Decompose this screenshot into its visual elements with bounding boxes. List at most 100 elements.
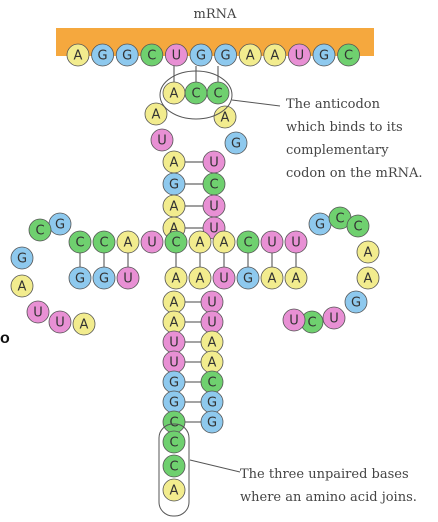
arm-bottom-base-3: U — [117, 267, 139, 289]
left-loop-base-3: G — [11, 247, 33, 269]
left-loop-base-1-letter: G — [55, 218, 65, 233]
arm-bottom-base-6-letter: U — [219, 272, 229, 287]
lower-stem-right-7-letter: G — [207, 416, 217, 431]
arm-bottom-base-1: G — [69, 267, 91, 289]
mrna-base-10: U — [288, 44, 310, 66]
right-loop-base-4-letter: A — [364, 246, 373, 261]
mrna-base-1: A — [67, 44, 89, 66]
left-loop-base-2: C — [29, 219, 51, 241]
upper-stem-right-1-letter: U — [209, 156, 219, 171]
right-loop-base-9: U — [283, 309, 305, 331]
loop-base-right-1-letter: A — [221, 111, 230, 126]
anticodon-caption-line-2: which binds to its — [286, 120, 403, 135]
lower-stem-right-4-letter: A — [208, 356, 217, 371]
lower-stem-left-1-letter: A — [170, 296, 179, 311]
anticodon-base-1: A — [163, 82, 185, 104]
anticodon-base-2: C — [185, 82, 207, 104]
arm-bottom-base-2-letter: G — [99, 272, 109, 287]
right-loop-base-3: C — [347, 215, 369, 237]
lower-stem-right-2: U — [201, 311, 223, 333]
loop-base-right-2: G — [225, 132, 247, 154]
upper-stem-left-1-letter: A — [170, 156, 179, 171]
mrna-base-6: G — [190, 44, 212, 66]
loop-base-left-1-letter: A — [152, 108, 161, 123]
arm-top-base-3: A — [117, 231, 139, 253]
mrna-base-3: G — [116, 44, 138, 66]
mrna-base-9-letter: A — [270, 49, 279, 64]
lower-stem-left-5: G — [163, 371, 185, 393]
left-loop-base-5-letter: U — [33, 306, 43, 321]
upper-stem-right-3-letter: U — [209, 200, 219, 215]
lower-stem-left-3: U — [163, 331, 185, 353]
arm-top-base-2-letter: C — [99, 236, 108, 251]
mrna-base-10-letter: U — [295, 49, 305, 64]
arm-bottom-base-8: A — [261, 267, 283, 289]
arm-bottom-base-6: U — [213, 267, 235, 289]
lower-stem-left-2: A — [163, 311, 185, 333]
arm-top-base-8: C — [237, 231, 259, 253]
arm-bottom-base-7: G — [237, 267, 259, 289]
anticodon-base-3: C — [207, 82, 229, 104]
arm-top-base-10-letter: U — [291, 236, 301, 251]
upper-stem-right-1: U — [203, 151, 225, 173]
left-loop-base-6: U — [49, 311, 71, 333]
right-loop-base-5: A — [357, 267, 379, 289]
right-loop-base-7-letter: U — [329, 312, 339, 327]
right-loop-base-1: G — [309, 213, 331, 235]
arm-top-base-3-letter: A — [124, 236, 133, 251]
mrna-base-7: G — [215, 44, 237, 66]
upper-stem-left-1: A — [163, 151, 185, 173]
lower-stem-right-5: C — [201, 371, 223, 393]
anticodon-caption-line-1: The anticodon — [286, 97, 381, 112]
lower-stem-left-1: A — [163, 291, 185, 313]
mrna-base-2: G — [92, 44, 114, 66]
lower-stem-right-7: G — [201, 411, 223, 433]
unpaired-end-base-1-letter: C — [169, 436, 178, 451]
mrna-base-2-letter: G — [98, 49, 108, 64]
arm-top-base-1: C — [69, 231, 91, 253]
lower-stem-right-1-letter: U — [207, 296, 217, 311]
arm-bottom-base-8-letter: A — [268, 272, 277, 287]
left-loop-base-3-letter: G — [17, 252, 27, 267]
left-loop-base-7: A — [73, 313, 95, 335]
mrna-base-5-letter: U — [172, 49, 182, 64]
right-loop-base-9-letter: U — [289, 314, 299, 329]
loop-base-right-2-letter: G — [231, 137, 241, 152]
lower-stem-left-4-letter: U — [169, 356, 179, 371]
loop-base-left-2: U — [151, 129, 173, 151]
mrna-base-7-letter: G — [221, 49, 231, 64]
arm-bottom-base-4-letter: A — [172, 272, 181, 287]
arm-bottom-base-5-letter: A — [196, 272, 205, 287]
lower-stem-left-5-letter: G — [169, 376, 179, 391]
unpaired-end-base-1: C — [163, 431, 185, 453]
mrna-base-4: C — [141, 44, 163, 66]
mrna-base-1-letter: A — [74, 49, 83, 64]
arm-top-base-9-letter: U — [267, 236, 277, 251]
arm-bottom-base-9-letter: A — [292, 272, 301, 287]
lower-stem-right-3: A — [201, 331, 223, 353]
anticodon-base-1-letter: A — [170, 87, 179, 102]
unpaired-end-base-3: A — [163, 479, 185, 501]
lower-stem-right-6-letter: G — [207, 396, 217, 411]
right-loop-base-4: A — [357, 241, 379, 263]
arm-top-base-9: U — [261, 231, 283, 253]
mrna-base-5: U — [165, 44, 187, 66]
left-loop-base-4-letter: A — [18, 280, 27, 295]
arm-top-base-7-letter: A — [220, 236, 229, 251]
upper-stem-left-3: A — [163, 195, 185, 217]
right-loop-base-5-letter: A — [364, 272, 373, 287]
arm-top-base-4-letter: U — [147, 236, 157, 251]
arm-top-base-8-letter: C — [243, 236, 252, 251]
arm-bottom-base-9: A — [285, 267, 307, 289]
anticodon-base-3-letter: C — [213, 87, 222, 102]
mrna-base-12-letter: C — [344, 49, 353, 64]
upper-stem-left-3-letter: A — [170, 200, 179, 215]
stray-letter: o — [0, 330, 10, 348]
left-loop-base-6-letter: U — [55, 316, 65, 331]
left-loop-base-2-letter: C — [35, 224, 44, 239]
lower-stem-right-3-letter: A — [208, 336, 217, 351]
arm-top-base-5-letter: C — [171, 236, 180, 251]
right-loop-base-8-letter: C — [307, 316, 316, 331]
